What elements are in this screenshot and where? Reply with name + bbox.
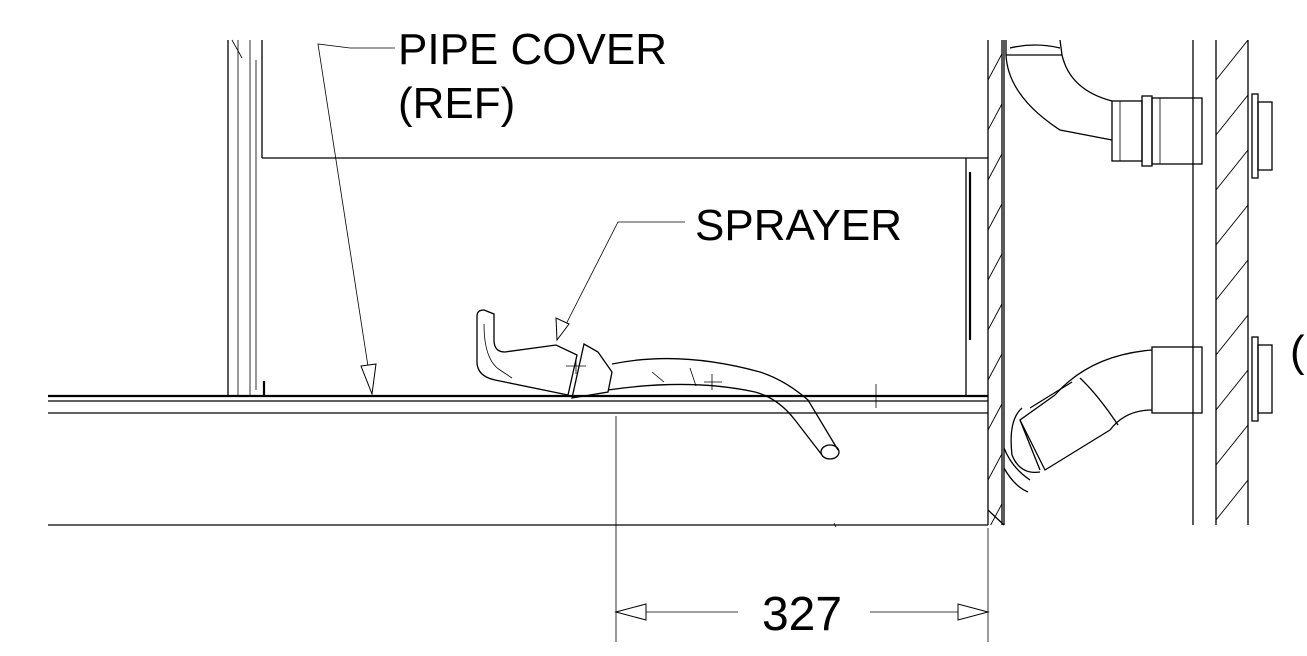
sprayer-leader <box>555 221 685 342</box>
lower-pipe-elbow <box>1003 336 1273 493</box>
dimension-arrow-left <box>614 603 647 621</box>
dimension-arrow-right <box>957 603 990 621</box>
wall-left <box>987 40 1005 526</box>
edge-paren: ( <box>1290 327 1305 376</box>
pipe-cover-ref-label: (REF) <box>398 79 515 128</box>
wall-right <box>1192 40 1249 525</box>
pipe-cover-leader <box>317 43 395 396</box>
pipe-cover <box>227 39 988 397</box>
sprayer-assembly <box>476 309 840 460</box>
upper-pipe-elbow <box>1005 39 1273 179</box>
dimension-327 <box>614 416 990 642</box>
sprayer-label: SPRAYER <box>695 201 902 250</box>
pipe-cover-label: PIPE COVER <box>398 25 667 74</box>
base-cabinet <box>48 158 988 528</box>
dimension-value: 327 <box>762 588 842 641</box>
